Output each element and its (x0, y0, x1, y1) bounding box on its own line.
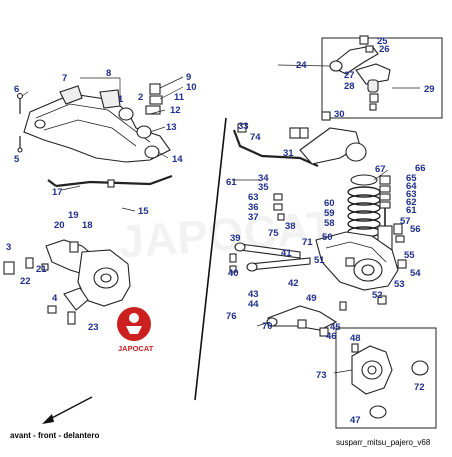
callout-46: 46 (326, 331, 337, 342)
callout-21: 21 (36, 264, 47, 275)
callout-72: 72 (414, 382, 425, 393)
callout-35: 35 (258, 182, 269, 193)
leader-lines (21, 64, 420, 374)
callout-51: 51 (314, 255, 325, 266)
callout-8: 8 (106, 68, 111, 79)
callout-9: 9 (186, 72, 191, 83)
callout-4: 4 (52, 293, 58, 304)
callout-34: 34 (258, 173, 269, 184)
callout-44: 44 (248, 299, 259, 310)
callout-29: 29 (424, 84, 435, 95)
callout-56: 56 (410, 224, 421, 235)
callout-61: 61 (226, 177, 237, 188)
callout-38: 38 (285, 221, 296, 232)
callout-10: 10 (186, 82, 197, 93)
callout-39: 39 (230, 233, 241, 244)
callout-70: 70 (262, 321, 273, 332)
callout-37: 37 (248, 212, 259, 223)
rear-axle-drawing (229, 111, 407, 337)
direction-arrow-icon (42, 396, 93, 424)
callout-12: 12 (170, 105, 181, 116)
callout-33: 33 (238, 121, 249, 132)
callout-55: 55 (404, 250, 415, 261)
callout-30: 30 (334, 109, 345, 120)
front-subframe-drawing (16, 83, 173, 188)
callout-74: 74 (250, 132, 261, 143)
callout-15: 15 (138, 206, 149, 217)
callout-61b: 61 (406, 205, 417, 216)
callout-23: 23 (88, 322, 99, 333)
front-knuckle-drawing (3, 239, 131, 325)
direction-caption: avant - front - delantero (10, 431, 100, 440)
callout-18: 18 (82, 220, 93, 231)
svg-text:JAPOCAT: JAPOCAT (118, 344, 154, 353)
callout-60: 60 (324, 198, 335, 209)
callout-3: 3 (6, 242, 11, 253)
callout-1: 1 (118, 94, 124, 105)
callout-53: 53 (394, 279, 405, 290)
callout-6: 6 (14, 84, 19, 95)
callout-24: 24 (296, 60, 307, 71)
callout-36: 36 (248, 202, 259, 213)
callout-57: 57 (400, 216, 411, 227)
callout-42: 42 (288, 278, 299, 289)
callout-54: 54 (410, 268, 421, 279)
callout-73: 73 (316, 370, 327, 381)
callout-75: 75 (268, 228, 279, 239)
upper-arm-inset (321, 35, 443, 119)
callout-43: 43 (248, 289, 259, 300)
callout-7: 7 (62, 73, 67, 84)
callout-17: 17 (52, 187, 63, 198)
callout-49: 49 (306, 293, 317, 304)
callout-65: 65 (406, 173, 417, 184)
watermark: JAPOCAT (117, 201, 336, 268)
callout-11: 11 (174, 92, 185, 103)
callout-41: 41 (281, 248, 292, 259)
callout-64: 64 (406, 181, 417, 192)
callouts-left: 7 8 1 9 10 11 2 6 12 13 5 14 17 15 19 20… (6, 68, 197, 333)
callout-14: 14 (172, 154, 183, 165)
callout-63: 63 (406, 189, 417, 200)
callout-45: 45 (330, 322, 341, 333)
callout-48: 48 (350, 333, 361, 344)
callout-19: 19 (68, 210, 79, 221)
callout-5: 5 (14, 154, 20, 165)
callout-47: 47 (350, 415, 361, 426)
callout-2: 2 (138, 92, 143, 103)
callout-20: 20 (54, 220, 65, 231)
callout-58: 58 (324, 218, 335, 229)
callout-40: 40 (228, 268, 239, 279)
divider-line (194, 117, 227, 401)
callout-66: 66 (415, 163, 426, 174)
japocat-logo: JAPOCAT (117, 307, 154, 353)
callout-25: 25 (377, 36, 388, 47)
callout-59: 59 (324, 208, 335, 219)
callout-76: 76 (226, 311, 237, 322)
callout-50: 50 (322, 232, 333, 243)
callout-27: 27 (344, 70, 355, 81)
callout-28: 28 (344, 81, 355, 92)
callout-67: 67 (375, 164, 386, 175)
callout-13: 13 (166, 122, 177, 133)
callout-22: 22 (20, 276, 31, 287)
callout-31: 31 (283, 148, 294, 159)
callout-63b: 63 (248, 192, 259, 203)
callout-62: 62 (406, 197, 417, 208)
callout-71: 71 (302, 237, 313, 248)
rear-hub-inset (335, 327, 437, 429)
callouts-right: 25 26 24 27 28 29 30 33 74 31 67 34 35 6… (226, 36, 435, 426)
diagram-id-caption: susparr_mitsu_pajero_v68 (336, 438, 431, 447)
callout-26: 26 (379, 44, 390, 55)
callout-52: 52 (372, 290, 383, 301)
